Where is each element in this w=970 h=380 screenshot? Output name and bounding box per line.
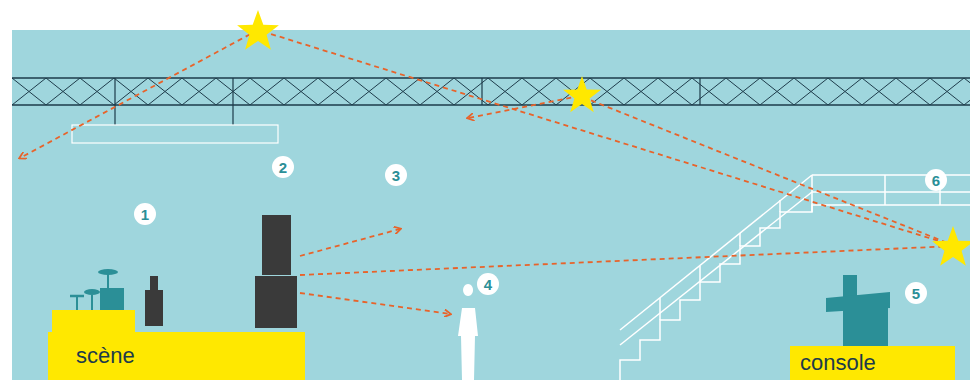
callout-number: 4 [477, 273, 499, 295]
mixing-desk [826, 275, 890, 346]
node-label: console [800, 352, 876, 374]
callout-number: 1 [134, 203, 156, 225]
node-label: scène [76, 345, 135, 367]
callout-number: 2 [272, 156, 294, 178]
drum-kit [70, 269, 124, 310]
speaker-stack [255, 215, 297, 328]
hanging-panel [72, 125, 278, 143]
callout-number: 3 [385, 164, 407, 186]
listener-silhouette [458, 284, 478, 380]
callout-number: 6 [925, 169, 947, 191]
background [12, 30, 970, 380]
lighting-truss [12, 78, 970, 125]
drum-riser [52, 310, 135, 332]
callout-number: 5 [905, 282, 927, 304]
stage-block: scène [48, 332, 305, 380]
staircase [620, 175, 970, 380]
sound-reflection-paths [20, 30, 955, 314]
reflection-star [237, 10, 970, 266]
stage-block: console [790, 346, 955, 380]
amplifier [145, 276, 163, 326]
